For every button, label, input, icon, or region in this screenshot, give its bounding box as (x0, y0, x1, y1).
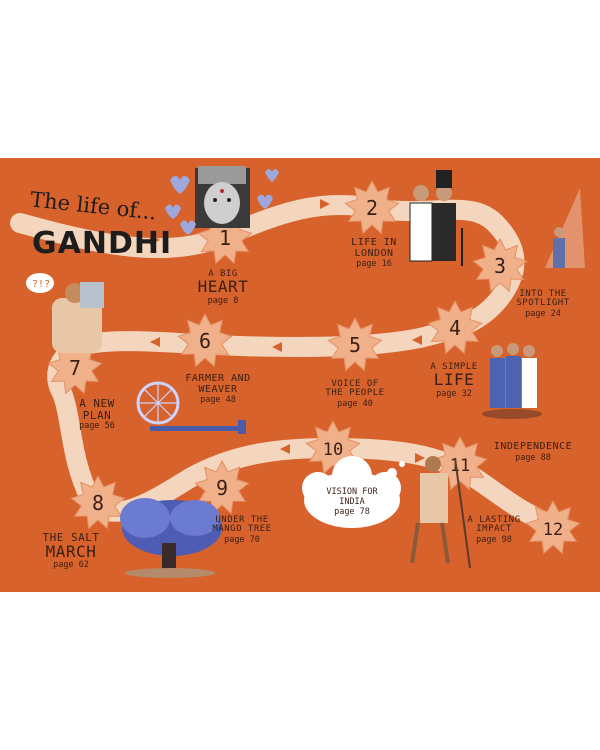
stop-page: page 98 (476, 534, 512, 545)
cloud-page: page 78 (334, 506, 370, 517)
star-icon (525, 499, 581, 555)
stop-label-4: A SIMPLE LIFE page 32 (424, 362, 484, 400)
star-icon (70, 474, 126, 530)
stop-small-label: UNDER THE MANGO TREE (212, 515, 272, 535)
stop-8-badge: 8 (70, 474, 126, 530)
star-icon (194, 459, 250, 515)
stop-label-8: THE SALT MARCH page 62 (40, 532, 102, 570)
young-gandhi-portrait-icon (195, 166, 250, 228)
thought-cloud-icon (302, 456, 405, 528)
star-icon (472, 237, 528, 293)
stop-7-badge: 7 (47, 339, 103, 395)
stop-9-badge: 9 (194, 459, 250, 515)
star-icon (344, 179, 400, 235)
star-icon (427, 299, 483, 355)
star-icon (177, 312, 233, 368)
stop-big-label: LIFE (433, 370, 475, 390)
three-men-group-icon (482, 343, 542, 419)
chevron-icon (415, 453, 425, 463)
mango-tree-icon (120, 498, 222, 578)
chevron-icon (272, 342, 282, 352)
stop-6-badge: 6 (177, 312, 233, 368)
stop-label-1: A BIG HEART page 8 (188, 269, 258, 307)
stop-5-badge: 5 (327, 316, 383, 372)
stop-page: page 40 (337, 398, 373, 409)
stop-small-label: A LASTING IMPACT (467, 515, 521, 535)
stop-page: page 32 (436, 389, 472, 400)
star-icon (47, 339, 103, 395)
stop-2-badge: 2 (344, 179, 400, 235)
stop-number: 2 (366, 196, 378, 220)
stop-small-label: A SIMPLE (430, 362, 478, 372)
stop-number: 6 (199, 329, 211, 353)
svg-text:?!?: ?!? (32, 279, 50, 290)
chevron-icon (412, 335, 422, 345)
london-gentlemen-icon (409, 170, 463, 266)
stop-number: 8 (92, 491, 104, 515)
thinking-gandhi-icon: ?!? (26, 273, 104, 353)
path-chevrons (150, 199, 425, 463)
stop-small-label: A BIG (208, 269, 238, 279)
stop-number: 9 (216, 476, 228, 500)
stop-3-badge: 3 (472, 237, 528, 293)
stop-big-label: HEART (197, 277, 249, 297)
stop-page: page 70 (224, 534, 260, 545)
walking-gandhi-icon (410, 456, 471, 569)
stop-number: 12 (543, 520, 563, 540)
stop-small-label: INTO THE SPOTLIGHT (516, 289, 570, 309)
chevron-icon (280, 444, 290, 454)
stop-small-label: LIFE IN LONDON (351, 237, 397, 259)
stop-number: 11 (450, 456, 470, 476)
star-icon (327, 316, 383, 372)
title-name: GANDHI (32, 226, 173, 261)
stop-number: 7 (69, 356, 81, 380)
stop-label-5: VOICE OF THE PEOPLE page 40 (322, 379, 388, 409)
stop-number: 4 (449, 316, 461, 340)
heart-icons (165, 169, 279, 235)
stop-small-label: FARMER AND WEAVER (185, 373, 251, 395)
chevron-icon (150, 337, 160, 347)
stop-number: 3 (494, 254, 506, 278)
stop-small-label: VOICE OF THE PEOPLE (325, 379, 385, 399)
stop-label-9: UNDER THE MANGO TREE page 70 (210, 515, 274, 545)
stop-label-11: INDEPENDENCE page 88 (488, 441, 578, 463)
stop-big-label: MARCH (45, 541, 97, 561)
vision-cloud-text: VISION FOR INDIA page 78 (317, 487, 387, 517)
cloud-label: VISION FOR INDIA (326, 487, 378, 507)
chevron-icon (320, 199, 330, 209)
stop-page: page 56 (79, 421, 115, 432)
spotlight-figure-icon (545, 188, 585, 268)
stop-small-label: INDEPENDENCE (493, 441, 573, 452)
stop-label-3: INTO THE SPOTLIGHT page 24 (508, 289, 578, 319)
stop-number: 5 (349, 333, 361, 357)
stop-page: page 24 (525, 308, 561, 319)
stop-page: page 48 (200, 395, 236, 405)
chevron-icon (150, 235, 160, 245)
stop-12-badge: 12 (525, 499, 581, 555)
stop-number: 1 (219, 226, 231, 250)
stop-4-badge: 4 (427, 299, 483, 355)
stop-label-2: LIFE IN LONDON page 16 (345, 237, 403, 269)
spinning-wheel-icon (136, 381, 246, 434)
stop-page: page 8 (207, 296, 239, 307)
stop-number: 10 (323, 440, 343, 460)
stop-label-12: A LASTING IMPACT page 98 (466, 515, 522, 545)
stop-label-6: FARMER AND WEAVER page 48 (180, 373, 256, 405)
stop-label-7: A NEW PLAN page 56 (68, 398, 126, 431)
stop-page: page 62 (53, 560, 89, 571)
stop-small-label: A NEW PLAN (79, 397, 115, 422)
stop-page: page 16 (356, 259, 392, 269)
stop-small-label: THE SALT (42, 531, 100, 544)
stop-page: page 88 (515, 452, 551, 463)
